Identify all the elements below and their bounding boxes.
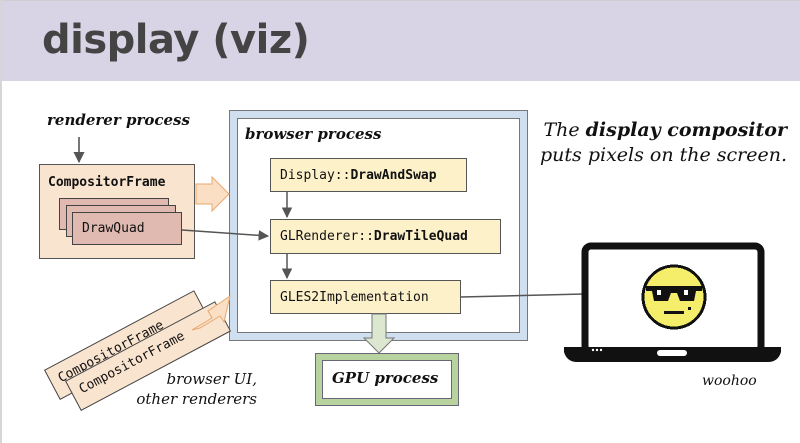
draw-quad-card: DrawQuad xyxy=(72,212,182,245)
sunglasses-smiley-icon xyxy=(641,264,707,330)
tagline-bold: display compositor xyxy=(585,119,787,141)
tagline: The display compositor puts pixels on th… xyxy=(532,118,787,168)
browser-ui-caption-line1: browser UI, xyxy=(166,370,258,388)
function-name: DrawTileQuad xyxy=(373,229,468,244)
slide-title: display (viz) xyxy=(42,17,310,63)
renderer-process-label: renderer process xyxy=(47,111,190,129)
function-prefix: GLES2Implementation xyxy=(280,289,429,305)
function-gles2implementation: GLES2Implementation xyxy=(270,280,461,314)
function-display-drawandswap: Display::DrawAndSwap xyxy=(270,158,467,192)
tagline-line1: The display compositor xyxy=(532,118,787,143)
browser-ui-caption-line2: other renderers xyxy=(136,390,257,408)
function-prefix: GLRenderer:: xyxy=(280,229,374,244)
browser-to-gpu-fat-arrow xyxy=(362,313,396,354)
gpu-process-box xyxy=(322,360,452,399)
other-frames-to-browser-fat-arrow xyxy=(191,294,231,331)
laptop-caption: woohoo xyxy=(702,373,757,389)
drawquad-to-glrenderer-arrow xyxy=(181,229,270,241)
gpu-process-label: GPU process xyxy=(332,369,439,387)
tagline-line2: puts pixels on the screen. xyxy=(540,144,787,166)
browser-ui-caption: browser UI, other renderers xyxy=(97,369,257,409)
draw-quad-label: DrawQuad xyxy=(82,221,145,236)
function-glrenderer-drawtilequad: GLRenderer::DrawTileQuad xyxy=(270,219,501,254)
frame-to-browser-fat-arrow xyxy=(195,175,230,213)
compositor-frame-label: CompositorFrame xyxy=(48,175,166,190)
tagline-pre: The xyxy=(543,119,586,141)
slide-header: display (viz) xyxy=(2,0,800,81)
function-prefix: Display:: xyxy=(280,167,351,183)
function-name: DrawAndSwap xyxy=(350,167,437,183)
browser-process-label: browser process xyxy=(245,125,382,143)
